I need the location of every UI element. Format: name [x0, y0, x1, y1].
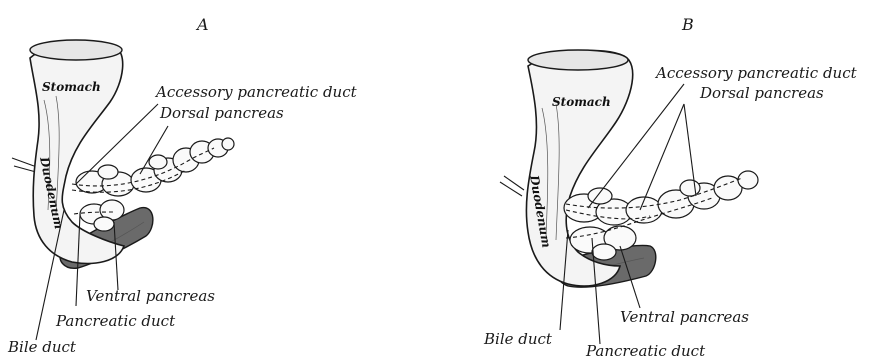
- panel-b-letter: B: [681, 15, 694, 34]
- panel-a-vessel-stub: [12, 158, 36, 172]
- panel-b: B Stomach Duodenum: [483, 15, 858, 360]
- panel-a-pancreatic-duct-label: Pancreatic duct: [55, 312, 176, 330]
- panel-a-bile-duct-label: Bile duct: [7, 338, 77, 356]
- panel-b-dorsal-pancreas: [564, 171, 758, 225]
- panel-a-dorsal-pancreas-label: Dorsal pancreas: [159, 104, 284, 122]
- panel-b-ventral-pancreas-label: Ventral pancreas: [620, 308, 749, 326]
- panel-a-letter: A: [195, 15, 209, 34]
- panel-a: A Stomach Duodenum: [7, 15, 358, 356]
- panel-b-vessel-stub: [500, 176, 524, 196]
- panel-b-stomach-label: Stomach: [552, 95, 611, 109]
- panel-a-dorsal-pancreas: [76, 138, 234, 196]
- panel-b-accessory-duct-label: Accessory pancreatic duct: [654, 64, 858, 82]
- panel-b-dorsal-pancreas-label: Dorsal pancreas: [699, 84, 824, 102]
- panel-a-stomach-label: Stomach: [42, 80, 101, 94]
- panel-a-accessory-duct-label: Accessory pancreatic duct: [154, 83, 358, 101]
- panel-b-bile-duct-label: Bile duct: [483, 330, 553, 348]
- panel-b-pancreatic-duct-label: Pancreatic duct: [585, 342, 706, 360]
- panel-a-ventral-pancreas-label: Ventral pancreas: [86, 287, 215, 305]
